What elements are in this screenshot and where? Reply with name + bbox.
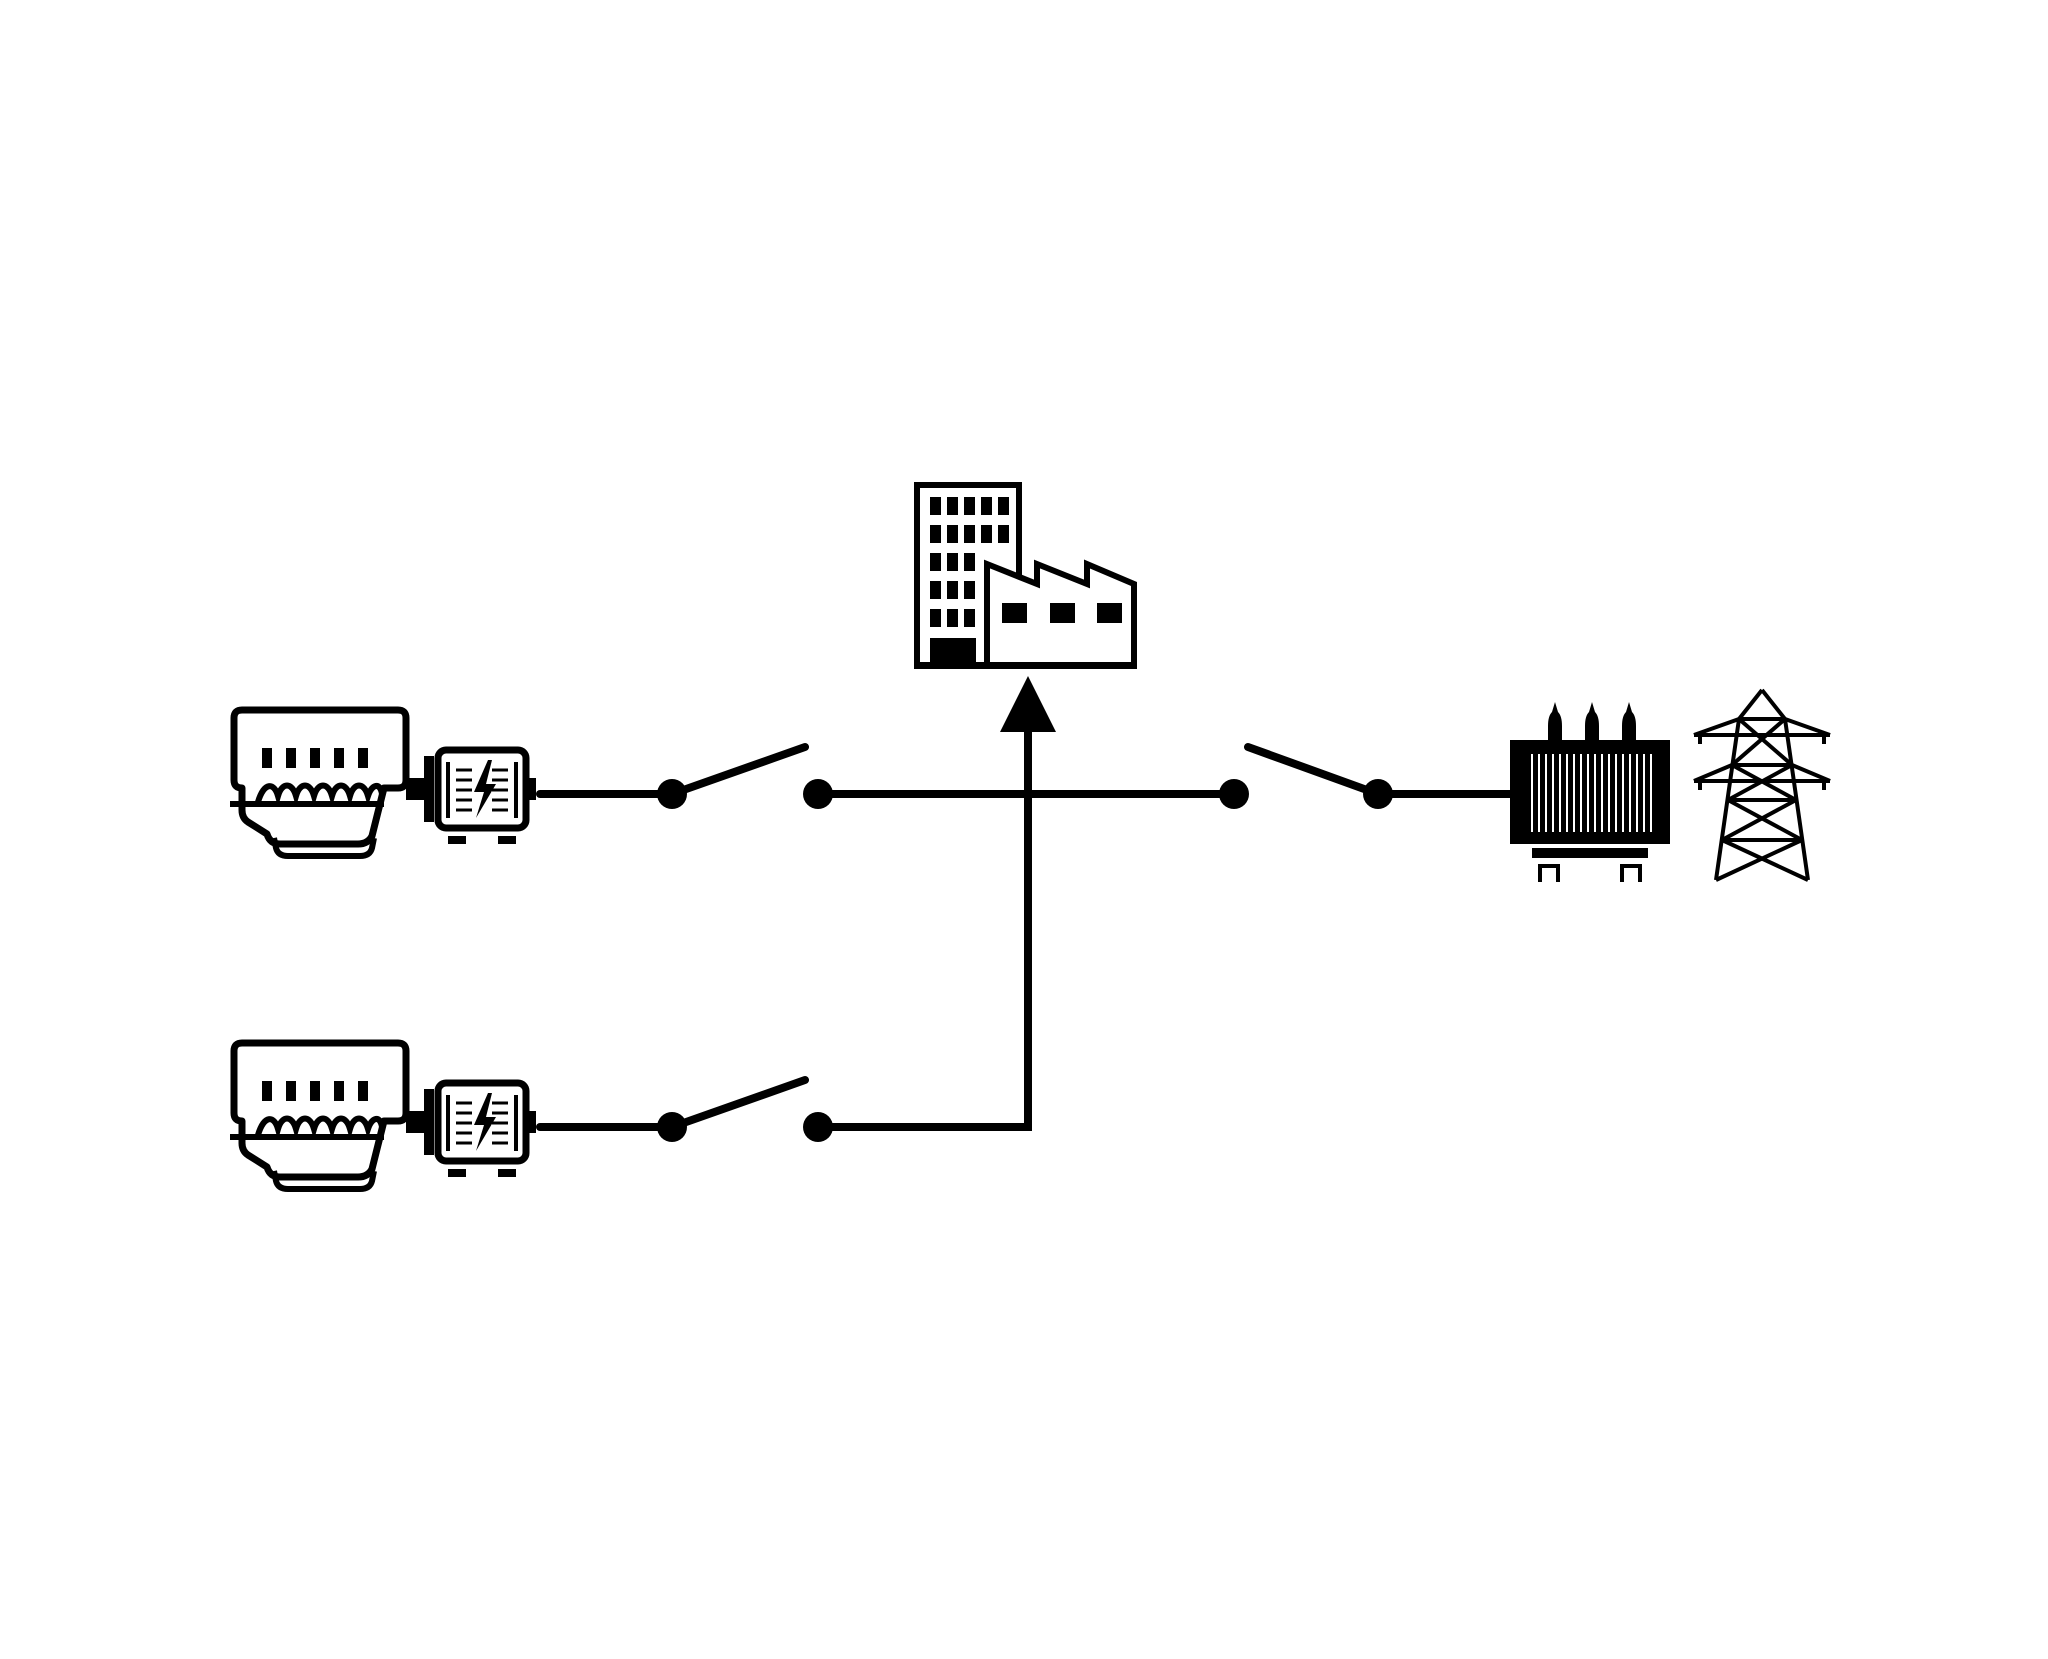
building-factory-icon: [914, 482, 1137, 669]
switch-contact-icon: [1219, 779, 1249, 809]
switch-blade: [1244, 743, 1382, 798]
breaker-switch-grid: [1219, 743, 1393, 809]
breaker-switch-gen-2: [657, 1076, 833, 1142]
genset-2: [230, 1043, 536, 1189]
transformer-icon: [1510, 702, 1670, 882]
diesel-engine-icon: [230, 710, 536, 856]
feeder-to-load: [814, 724, 1032, 1131]
switch-blade: [668, 743, 809, 798]
breaker-switch-gen-1: [657, 743, 833, 809]
switch-contact-icon: [803, 1112, 833, 1142]
transmission-tower-icon: [1693, 688, 1831, 882]
wiring: [536, 724, 1514, 1131]
load-arrow-icon: [1000, 676, 1056, 732]
switch-blade: [668, 1076, 809, 1131]
genset-1: [230, 710, 536, 856]
diesel-engine-icon: [230, 1043, 536, 1189]
switch-contact-icon: [803, 779, 833, 809]
